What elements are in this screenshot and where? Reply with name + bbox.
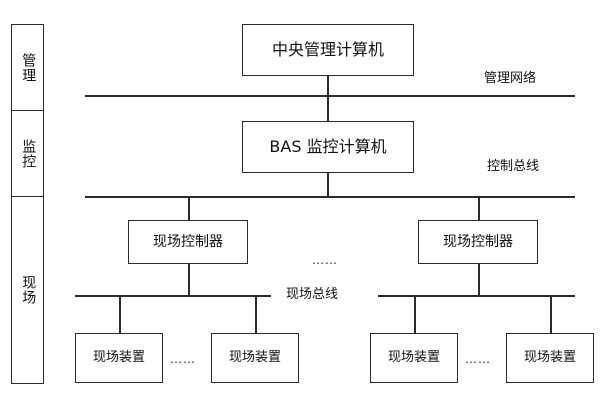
connector-field-bus-to-device-2	[255, 295, 257, 333]
connector-control-bus-to-controller-1	[188, 196, 190, 220]
layer-cell-management: 管理	[12, 25, 43, 111]
layer-cell-field: 现场	[12, 197, 43, 383]
node-bas-monitoring-computer-label: BAS 监控计算机	[269, 136, 387, 156]
bus-control	[85, 196, 575, 198]
layer-label-monitoring: 监控	[20, 138, 37, 169]
node-central-management-computer-label: 中央管理计算机	[271, 39, 384, 59]
bus-label-control: 控制总线	[487, 159, 540, 174]
bus-label-management-network: 管理网络	[484, 71, 537, 86]
connector-controller-2-to-field-bus	[478, 264, 480, 295]
node-field-device-4-label: 现场装置	[523, 349, 576, 365]
layer-label-field: 现场	[20, 275, 37, 305]
node-field-device-3[interactable]: 现场装置	[370, 333, 458, 383]
node-field-device-2[interactable]: 现场装置	[211, 333, 299, 383]
ellipsis-between-controllers: ……	[312, 253, 338, 267]
ellipsis-left-device-pair: ……	[170, 352, 196, 366]
node-field-device-4[interactable]: 现场装置	[506, 333, 594, 383]
bus-management-network	[85, 95, 575, 97]
layer-column: 管理 监控 现场	[11, 24, 44, 384]
node-field-controller-2[interactable]: 现场控制器	[418, 220, 538, 264]
bus-field-left-segment	[75, 295, 271, 297]
connector-controller-1-to-field-bus	[188, 264, 190, 295]
node-field-controller-2-label: 现场控制器	[443, 233, 513, 250]
connector-field-bus-to-device-3	[414, 295, 416, 333]
connector-field-bus-to-device-4	[550, 295, 552, 333]
layer-label-management: 管理	[20, 52, 37, 83]
node-field-controller-1-label: 现场控制器	[153, 233, 223, 250]
connector-central-to-management-bus	[327, 76, 329, 95]
node-field-device-2-label: 现场装置	[228, 349, 281, 365]
connector-management-bus-to-bas	[327, 95, 329, 121]
node-field-controller-1[interactable]: 现场控制器	[128, 220, 248, 264]
node-field-device-1[interactable]: 现场装置	[75, 333, 163, 383]
node-central-management-computer[interactable]: 中央管理计算机	[242, 24, 414, 76]
ellipsis-right-device-pair: ……	[465, 352, 491, 366]
connector-bas-to-control-bus	[327, 173, 329, 196]
bus-label-field: 现场总线	[286, 287, 339, 302]
node-bas-monitoring-computer[interactable]: BAS 监控计算机	[242, 121, 414, 173]
node-field-device-1-label: 现场装置	[92, 349, 145, 365]
node-field-device-3-label: 现场装置	[387, 349, 440, 365]
bus-field-right-segment	[378, 295, 575, 297]
layer-cell-monitoring: 监控	[12, 111, 43, 197]
connector-field-bus-to-device-1	[119, 295, 121, 333]
connector-control-bus-to-controller-2	[478, 196, 480, 220]
